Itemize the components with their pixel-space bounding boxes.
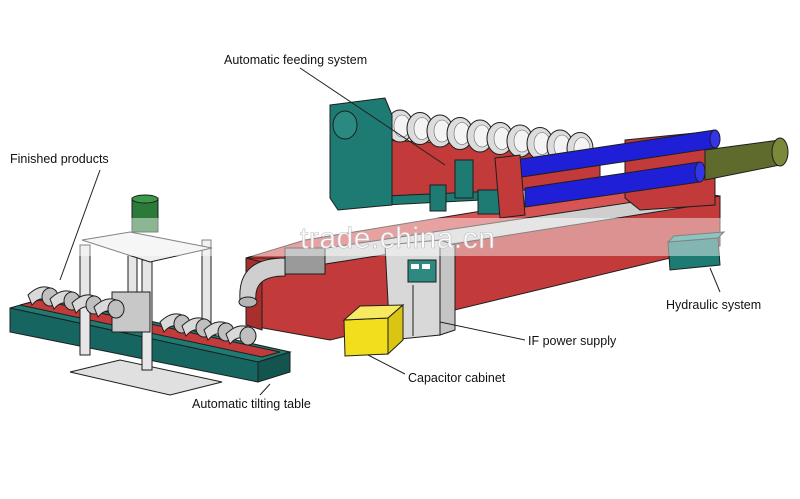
tilting-table xyxy=(9,194,292,396)
leader-hydraulic xyxy=(709,267,721,293)
capacitor-cabinet xyxy=(342,303,405,357)
finished-elbow-end xyxy=(107,299,125,319)
feeding-pipes xyxy=(386,109,594,165)
coil-housing xyxy=(284,247,326,275)
if-cabinet-side xyxy=(439,239,456,336)
finished-elbow-end xyxy=(239,326,257,346)
feeding-end-block-bore xyxy=(332,110,358,140)
feeding-post-b xyxy=(429,184,447,212)
finished-elbows-right xyxy=(159,313,257,346)
hydraulic-station-top xyxy=(666,231,726,243)
capacitor-side xyxy=(387,303,404,356)
label-automatic-tilting-table: Automatic tilting table xyxy=(192,397,311,411)
feeding-post-a xyxy=(454,159,474,199)
leader-lines xyxy=(59,67,721,396)
blue-rod-lower-cap xyxy=(694,161,706,183)
leader-tilting xyxy=(259,383,271,396)
tilting-bottom-frame xyxy=(69,359,223,396)
curved-pipe xyxy=(239,257,286,303)
hydraulic-station xyxy=(666,231,726,271)
watermark-text: trade.china.cn xyxy=(300,222,495,255)
finished-elbows-left xyxy=(27,286,125,319)
leader-if-power xyxy=(439,321,526,341)
watermark-band: trade.china.cn xyxy=(60,218,740,256)
watermark-strip xyxy=(60,218,740,256)
leader-feeding xyxy=(299,67,446,166)
labels: Automatic feeding system Finished produc… xyxy=(10,53,761,411)
if-display-b xyxy=(422,264,430,269)
label-finished-products: Finished products xyxy=(10,152,109,166)
tilting-base-side xyxy=(257,351,291,383)
induction-coil xyxy=(238,247,326,308)
label-hydraulic-system: Hydraulic system xyxy=(666,298,761,312)
label-capacitor-cabinet: Capacitor cabinet xyxy=(408,371,506,385)
feeding-post-c xyxy=(477,189,501,215)
if-panel xyxy=(407,259,437,283)
tilting-top-frame xyxy=(81,231,213,263)
capacitor-front xyxy=(343,317,389,357)
leader-finished xyxy=(59,169,101,281)
blue-rod-upper-cap xyxy=(709,129,721,149)
olive-cylinder-cap xyxy=(771,137,789,167)
label-if-power-supply: IF power supply xyxy=(528,334,617,348)
curved-pipe-end xyxy=(238,296,258,308)
pusher-head xyxy=(494,154,526,219)
leader-capacitor xyxy=(367,354,406,375)
hydraulic-cylinders xyxy=(494,129,789,219)
tilting-motor-cap xyxy=(131,194,159,204)
label-feeding-system: Automatic feeding system xyxy=(224,53,367,67)
if-display-a xyxy=(411,264,419,269)
